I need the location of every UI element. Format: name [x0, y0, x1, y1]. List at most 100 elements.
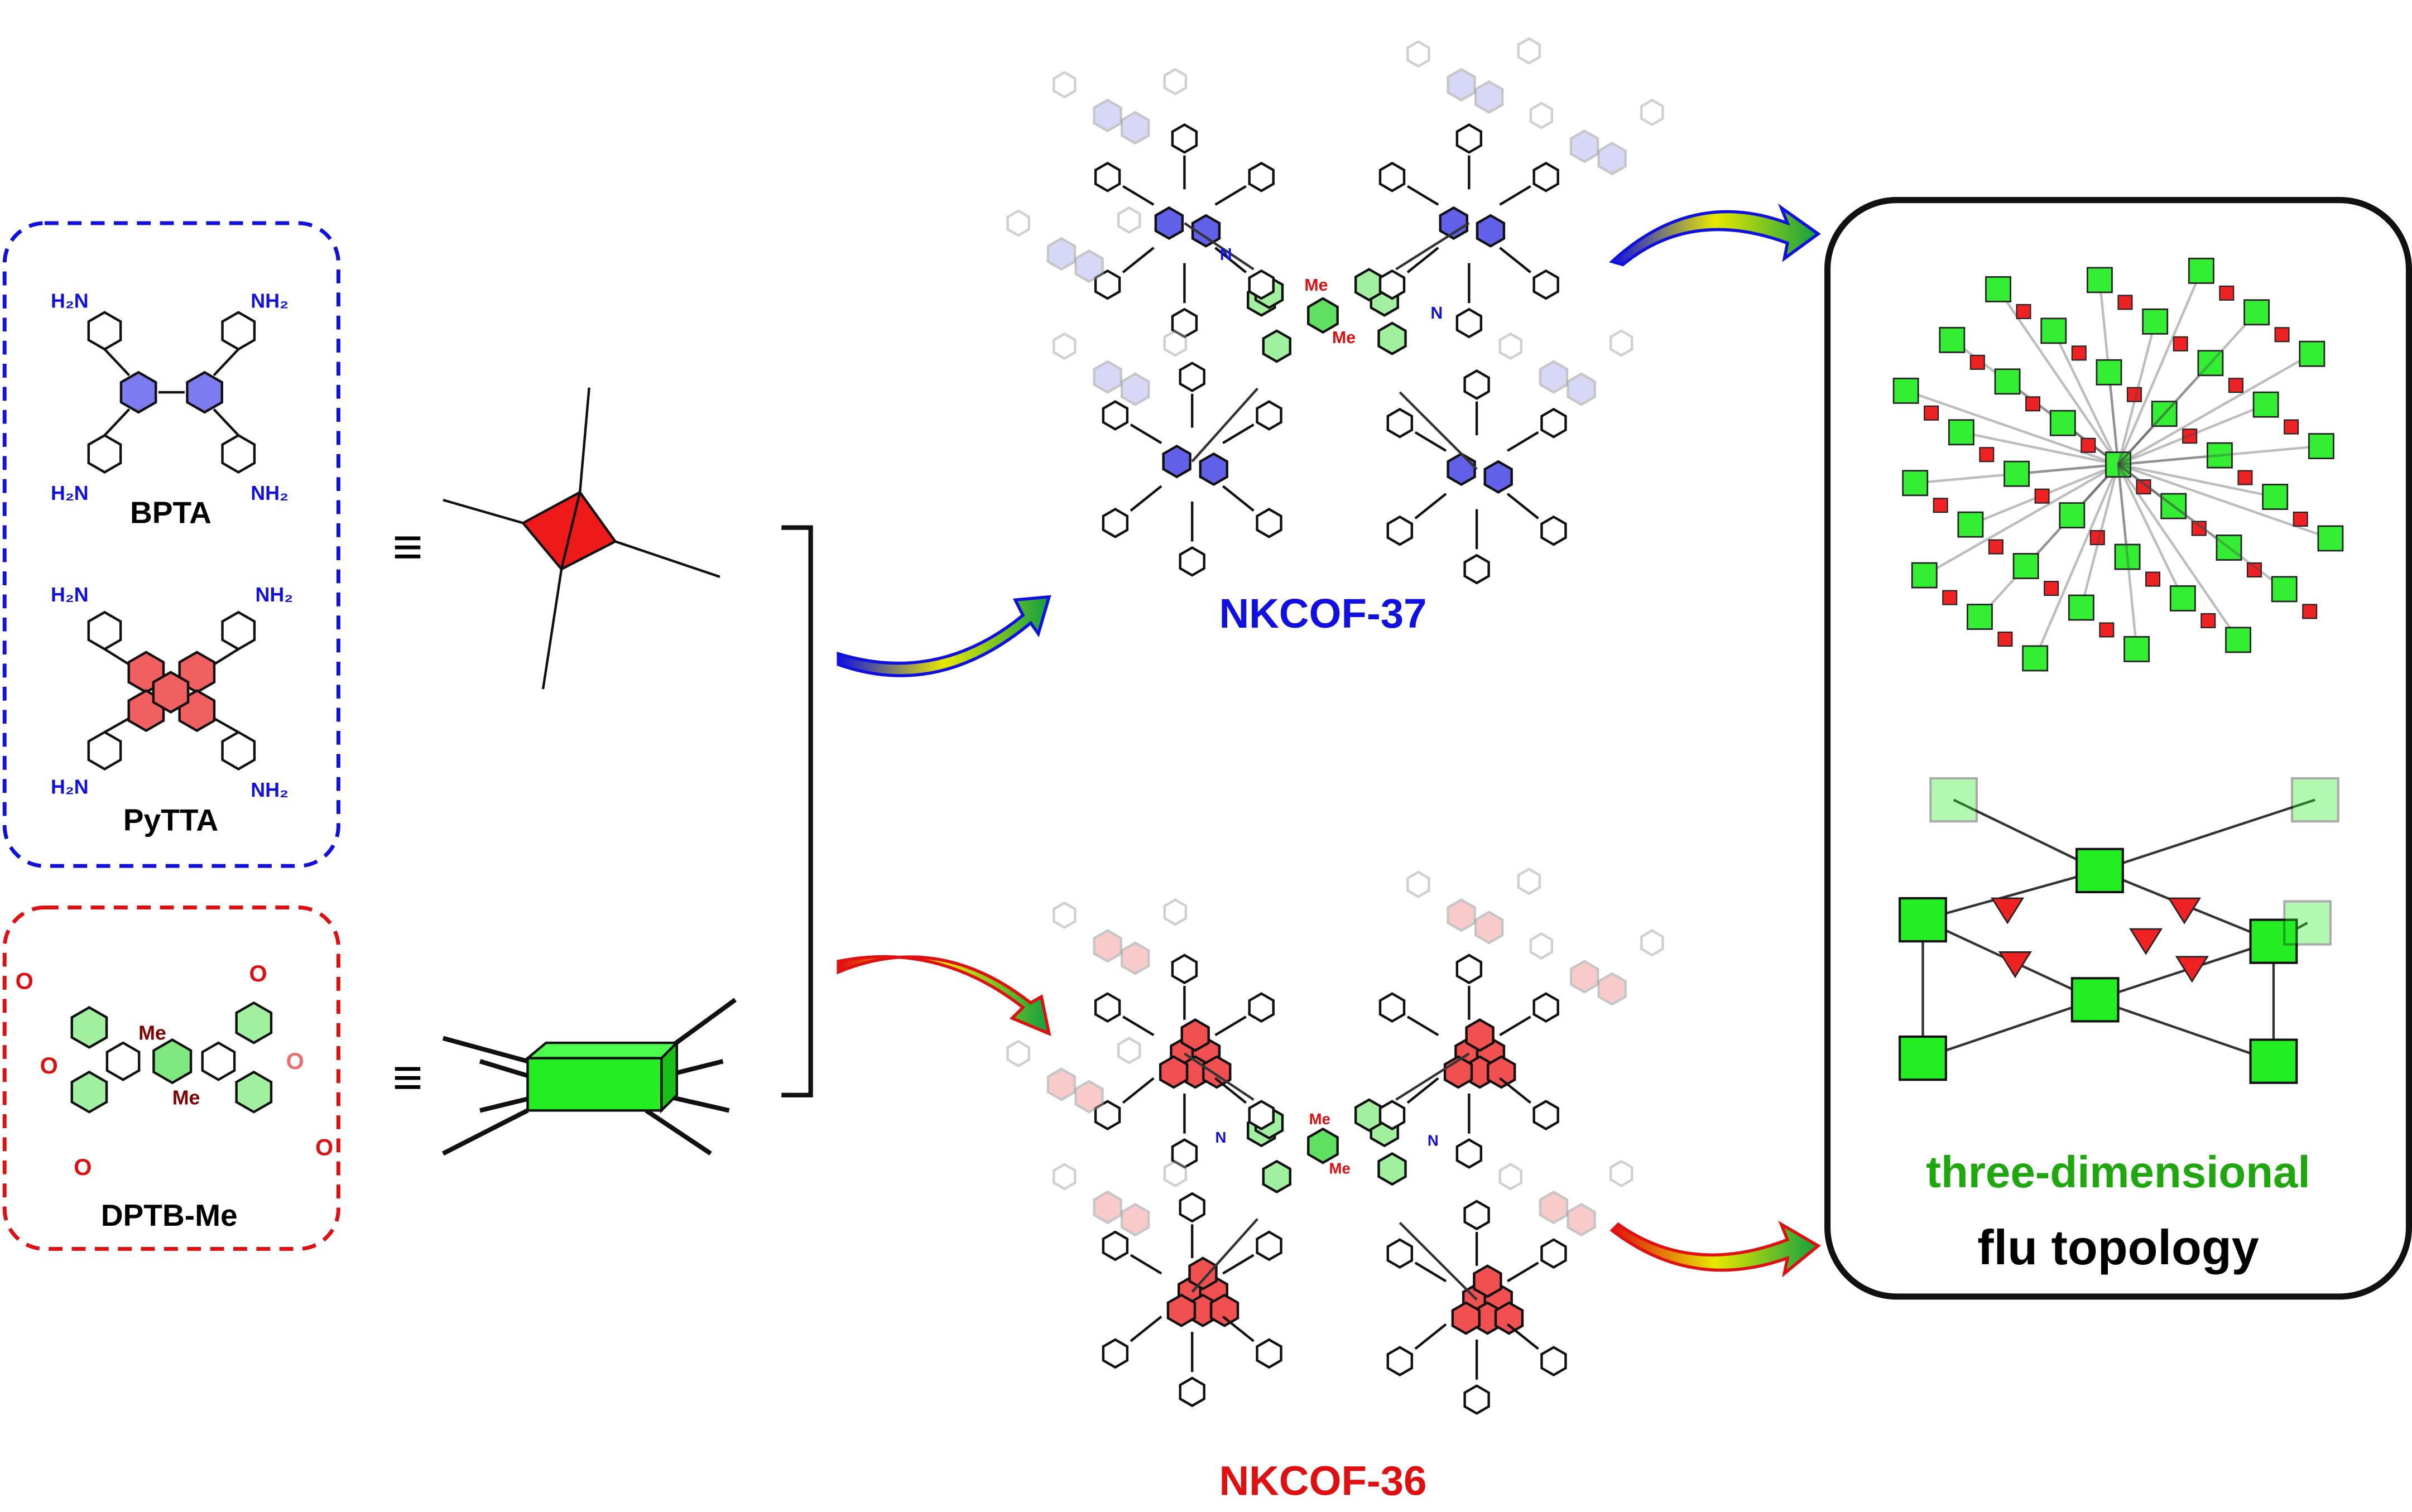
phenyl-ring: [1256, 400, 1282, 431]
red-node: [1997, 632, 2013, 647]
bond: [1184, 222, 1255, 271]
phenyl-ring: [1540, 407, 1567, 439]
red-node: [2071, 345, 2087, 361]
bond: [1506, 1323, 1539, 1350]
linker-core-ring: [1307, 297, 1339, 334]
faded-node-ring: [1121, 941, 1150, 975]
phenyl-ring: [1179, 546, 1205, 577]
pyrene-ring: [152, 671, 190, 714]
bond: [1214, 247, 1247, 273]
bond: [1395, 1052, 1470, 1101]
faded-node-ring: [1093, 98, 1122, 133]
bond: [213, 408, 239, 436]
green-node: [2105, 451, 2131, 478]
dptb-o-5: O: [74, 1154, 92, 1180]
pyrene-ring: [1180, 1018, 1210, 1052]
bond: [213, 348, 239, 377]
faded-node-ring: [1597, 142, 1627, 176]
phenyl-ring: [87, 610, 122, 651]
green-node: [2087, 267, 2113, 293]
red-node: [2126, 387, 2142, 402]
phenyl-ring: [1540, 1346, 1567, 1376]
bond: [2099, 798, 2316, 872]
bond: [1506, 493, 1539, 519]
bond: [103, 348, 131, 377]
bpta-amine-4: NH₂: [251, 482, 289, 504]
faded-node-ring: [1046, 237, 1077, 271]
triazine-ring: [1191, 214, 1221, 248]
bond: [2107, 372, 2120, 465]
bond: [2117, 403, 2266, 466]
linker-ring: [1262, 329, 1291, 363]
triazine-ring: [1439, 206, 1468, 240]
pyrene-ring: [1159, 1055, 1189, 1089]
green-node: [2188, 257, 2214, 284]
phenyl-ring: [1386, 407, 1414, 439]
dptb-methyl-2: Me: [172, 1086, 200, 1109]
bpta-label: BPTA: [130, 495, 212, 529]
phenyl-ring: [1532, 269, 1559, 300]
faded-node-ring: [1074, 1080, 1104, 1114]
phenyl-ring: [1540, 1238, 1567, 1269]
phenyl-ring: [1102, 1338, 1129, 1369]
green-node: [2160, 493, 2187, 519]
faded-node-ring: [1093, 929, 1122, 963]
bond: [1414, 1261, 1447, 1283]
faded-phenyl-ring: [1529, 932, 1554, 960]
dptb-label: DPTB-Me: [101, 1198, 238, 1232]
bond: [1130, 1315, 1162, 1342]
red-node: [2246, 562, 2262, 577]
red-node: [2173, 336, 2188, 351]
pyrene-ring: [1465, 1018, 1495, 1052]
green-node: [2216, 535, 2242, 561]
phenyl-ring: [1532, 1100, 1559, 1130]
bond: [1130, 1254, 1162, 1275]
green-cube-node: [1899, 1035, 1947, 1081]
phenyl-ring: [1179, 1376, 1205, 1408]
bond: [1924, 463, 2119, 577]
nkcof36-methyl-2: Me: [1329, 1159, 1351, 1177]
arrow-to-nkcof36: [837, 955, 1051, 1037]
faded-node-ring: [1093, 360, 1122, 394]
dptb-o-6: O: [315, 1134, 333, 1160]
faded-node-ring: [1121, 1202, 1150, 1237]
red-node: [2117, 295, 2133, 310]
pyrene-ring: [1209, 1293, 1239, 1327]
bond: [2118, 463, 2276, 498]
green-node: [1967, 604, 1993, 630]
nkcof37-label: NKCOF-37: [1219, 590, 1426, 637]
bond: [1399, 391, 1478, 470]
bond: [1222, 1315, 1255, 1342]
faded-phenyl-ring: [1529, 102, 1554, 129]
bond: [1214, 1077, 1247, 1104]
bond: [1406, 185, 1439, 206]
bond: [1507, 1261, 1539, 1283]
linker-ring: [1262, 1159, 1291, 1193]
faded-node-ring: [1074, 249, 1104, 283]
benzaldehyde-ring: [235, 1070, 273, 1114]
phenyl-ring: [1248, 161, 1275, 192]
combination-bracket: [781, 525, 813, 1097]
linker-core-ring: [1307, 1127, 1339, 1164]
fluorene-ring: [105, 1041, 141, 1081]
green-node: [1892, 377, 1919, 404]
faded-node-ring: [1597, 972, 1627, 1006]
red-node: [2044, 581, 2059, 596]
phenyl-ring: [1094, 161, 1121, 192]
faded-node-ring: [1447, 68, 1476, 102]
green-node: [1994, 368, 2021, 395]
bond: [1122, 247, 1155, 273]
faded-node-ring: [1539, 360, 1569, 394]
phenyl-ring: [1463, 1200, 1490, 1231]
cof-structures: [1006, 37, 1664, 1415]
faded-phenyl-ring: [1163, 898, 1188, 926]
phenyl-ring: [1248, 992, 1275, 1023]
faded-phenyl-ring: [1163, 1159, 1188, 1187]
faded-phenyl-ring: [1406, 40, 1430, 68]
phenyl-ring: [221, 610, 256, 651]
bond: [1399, 1222, 1478, 1301]
bond: [1953, 798, 2101, 872]
faded-phenyl-ring: [1053, 901, 1077, 929]
green-cube-node: [2283, 900, 2332, 946]
